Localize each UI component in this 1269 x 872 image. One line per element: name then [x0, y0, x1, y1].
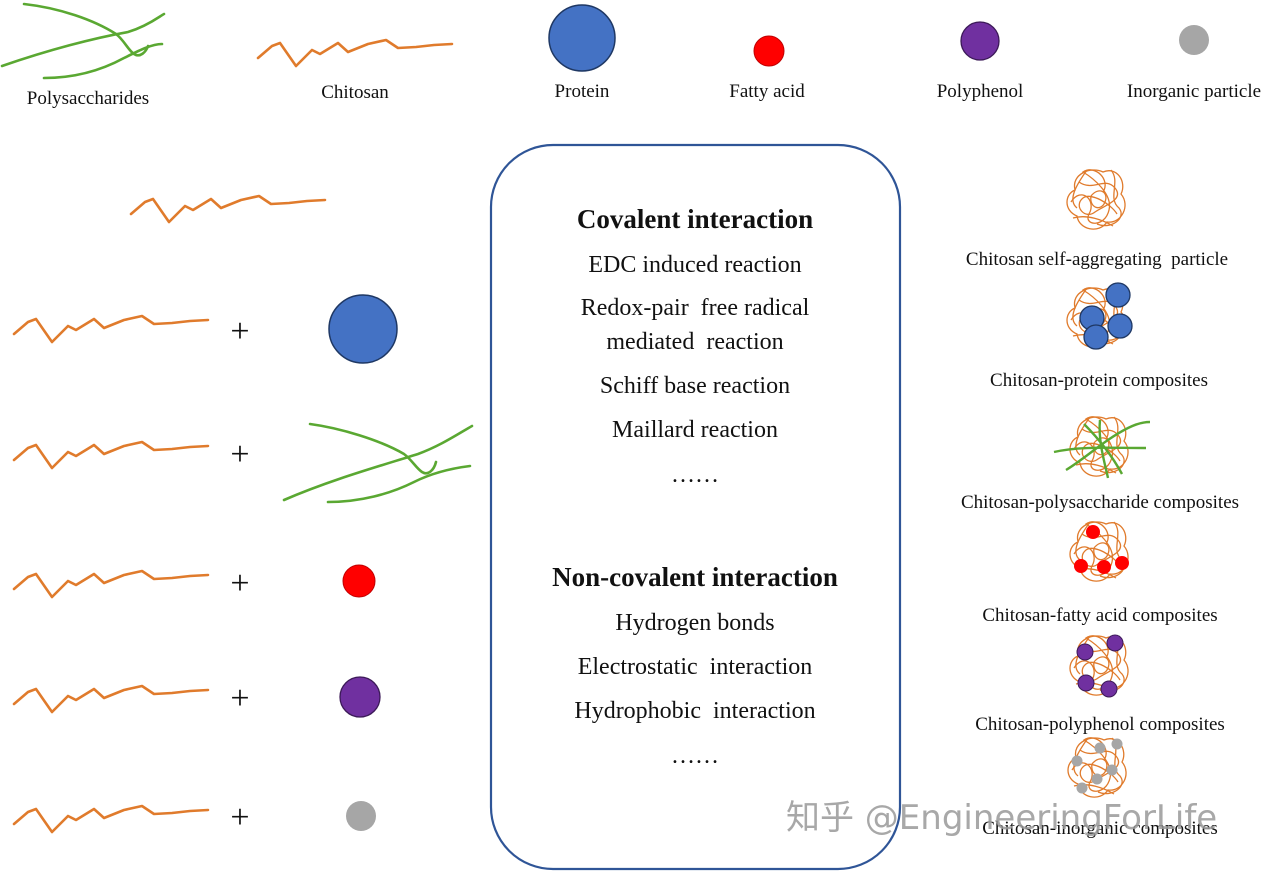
row-polysaccharide-glyph — [282, 422, 474, 504]
product-label: Chitosan-inorganic composites — [982, 818, 1218, 839]
legend-protein-glyph — [548, 4, 616, 72]
legend-polysaccharides-glyph — [0, 2, 166, 80]
legend-inorganic-glyph — [1179, 25, 1209, 55]
interaction-box — [489, 143, 902, 871]
product-chitosan-polyphenol — [1069, 634, 1129, 698]
row-polyphenol-circle — [339, 676, 381, 718]
covalent-item: Maillard reaction — [612, 417, 778, 443]
row-fatty-acid-circle — [342, 564, 376, 598]
legend-chitosan-label: Chitosan — [321, 82, 389, 103]
noncovalent-item: Hydrophobic interaction — [574, 698, 815, 724]
covalent-item: EDC induced reaction — [588, 252, 801, 278]
product-label: Chitosan-fatty acid composites — [982, 605, 1217, 626]
covalent-ellipsis: …… — [671, 462, 719, 488]
product-chitosan-protein — [1066, 282, 1133, 350]
product-label: Chitosan-polysaccharide composites — [961, 492, 1239, 513]
product-label: Chitosan-polyphenol composites — [975, 714, 1225, 735]
row-polyphenol-chitosan-strand — [12, 684, 210, 714]
row-inorganic-circle — [346, 801, 376, 831]
watermark: 知乎 @EngineeringForLife — [786, 798, 1217, 838]
product-label: Chitosan self-aggregating particle — [966, 249, 1228, 270]
legend-polysaccharides-label: Polysaccharides — [27, 88, 149, 109]
legend-inorganic-label: Inorganic particle — [1127, 81, 1261, 102]
noncovalent-heading: Non-covalent interaction — [552, 562, 838, 592]
row-fatty-acid-chitosan-strand — [12, 569, 210, 599]
legend-polyphenol-glyph — [960, 21, 1000, 61]
row-protein-circle — [328, 294, 398, 364]
product-chitosan-polysaccharide — [1053, 416, 1151, 479]
legend-fatty-acid-glyph — [753, 35, 785, 67]
row-fatty-acid-plus: + — [230, 565, 249, 602]
product-self-aggregating-particle — [1066, 169, 1126, 230]
covalent-heading: Covalent interaction — [577, 204, 813, 234]
row-polyphenol-plus: + — [230, 680, 249, 717]
noncovalent-item: Hydrogen bonds — [615, 610, 774, 636]
product-label: Chitosan-protein composites — [990, 370, 1208, 391]
legend-polyphenol-label: Polyphenol — [937, 81, 1024, 102]
legend-chitosan-glyph — [256, 38, 454, 68]
row-protein-chitosan-strand — [12, 314, 210, 344]
product-chitosan-inorganic — [1067, 737, 1127, 798]
noncovalent-ellipsis: …… — [671, 743, 719, 769]
legend-protein-label: Protein — [555, 81, 610, 102]
covalent-item: Redox-pair free radical — [581, 295, 810, 321]
covalent-item: Schiff base reaction — [600, 373, 790, 399]
product-chitosan-fatty-acid — [1069, 521, 1129, 582]
covalent-item: mediated reaction — [606, 329, 783, 355]
row-inorganic-plus: + — [230, 799, 249, 836]
noncovalent-item: Electrostatic interaction — [578, 654, 813, 680]
row-protein-plus: + — [230, 313, 249, 350]
row-inorganic-chitosan-strand — [12, 804, 210, 834]
row-polysaccharide-chitosan-strand — [12, 440, 210, 470]
legend-fatty-acid-label: Fatty acid — [729, 81, 805, 102]
row-chitosan-self-strand — [129, 194, 327, 224]
row-polysaccharide-plus: + — [230, 436, 249, 473]
